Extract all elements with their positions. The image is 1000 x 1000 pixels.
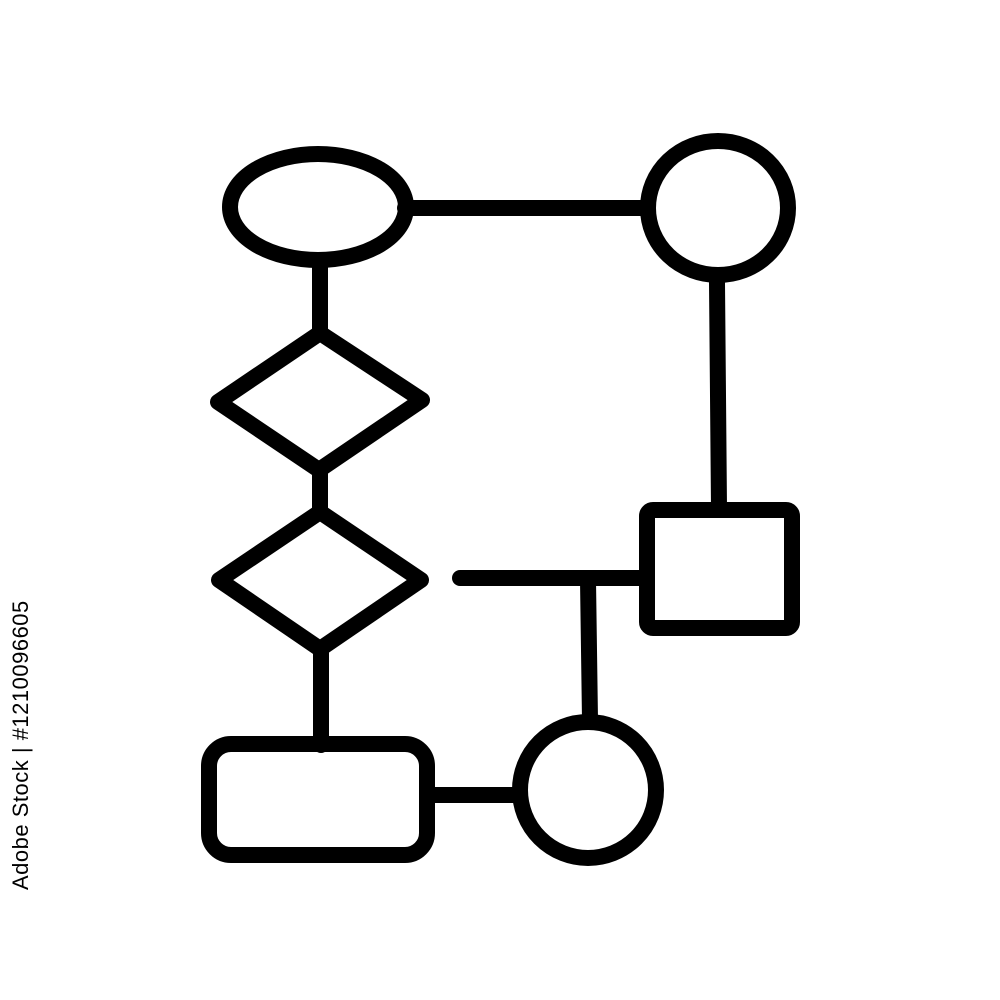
end-rounded-rect-node: [201, 736, 435, 863]
stock-id-label: Adobe Stock | #1210096605: [8, 600, 33, 890]
connector-branch-to-bottom-circle: [580, 572, 598, 728]
top-circle-node: [640, 133, 796, 283]
process-square-node: [639, 502, 800, 636]
bottom-circle-node: [512, 714, 664, 866]
start-ellipse-node: [222, 146, 414, 268]
decision-diamond-node-2: [211, 504, 429, 657]
flowchart-strokes: [201, 133, 800, 866]
decision-diamond-node-1: [210, 325, 430, 478]
connector-top-circle-to-square: [709, 275, 727, 516]
